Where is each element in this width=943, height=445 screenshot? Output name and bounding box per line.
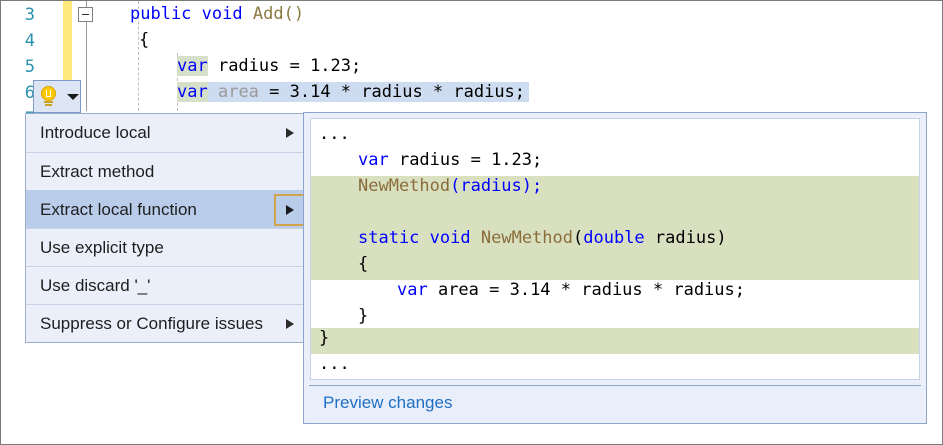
preview-line-var-area: var area = 3.14 * radius * radius; bbox=[397, 280, 745, 300]
token-keyword-static: static bbox=[358, 228, 420, 248]
token-area-rest: area = 3.14 * radius * radius; bbox=[427, 280, 745, 300]
token-radius-decl: radius = 1.23; bbox=[388, 150, 543, 170]
preview-line-ellipsis-top: ... bbox=[319, 124, 350, 144]
token-param-radius: radius bbox=[644, 228, 717, 248]
token-keyword-var-5: var bbox=[177, 56, 208, 76]
token-method-newmethod: NewMethod bbox=[358, 176, 451, 196]
token-keyword-var-6: var bbox=[177, 82, 208, 102]
token-keyword-void: void bbox=[429, 228, 471, 248]
change-tracking-bar bbox=[63, 1, 72, 98]
line-number-4: 4 bbox=[24, 31, 35, 51]
token-radius-decl: radius = 1.23; bbox=[207, 56, 362, 76]
collapse-outlining-button[interactable] bbox=[78, 7, 93, 22]
menu-item-suppress-or-configure-issues[interactable]: Suppress or Configure issues bbox=[26, 304, 310, 342]
menu-item-label: Use discard '_' bbox=[40, 275, 151, 295]
menu-item-introduce-local[interactable]: Introduce local bbox=[26, 114, 310, 152]
lightbulb-icon bbox=[39, 85, 58, 108]
preview-highlight-block-1 bbox=[311, 176, 919, 280]
menu-item-label: Introduce local bbox=[40, 123, 151, 142]
preview-line-newmethod-signature: static void NewMethod(double radius) bbox=[358, 228, 727, 248]
preview-footer: Preview changes bbox=[309, 385, 921, 420]
token-method-newmethod-def: NewMethod bbox=[480, 228, 573, 248]
code-line-3: public void Add() bbox=[130, 4, 304, 24]
token-paren-open: ( bbox=[573, 228, 584, 248]
preview-code-area: ... var radius = 1.23; NewMethod(radius)… bbox=[310, 118, 920, 380]
token-space-b bbox=[471, 228, 481, 248]
token-space-2 bbox=[243, 4, 253, 24]
line-number-6: 6 bbox=[24, 83, 35, 103]
menu-item-label: Extract method bbox=[40, 161, 155, 181]
token-space bbox=[191, 4, 201, 24]
preview-line-var-radius: var radius = 1.23; bbox=[358, 150, 542, 170]
token-space-3 bbox=[208, 82, 218, 102]
token-paren-close: ) bbox=[716, 228, 727, 248]
code-line-4: { bbox=[139, 30, 150, 50]
preview-line-ellipsis-bottom: ... bbox=[319, 354, 350, 374]
menu-item-extract-method[interactable]: Extract method bbox=[26, 152, 310, 190]
submenu-expand-button[interactable] bbox=[274, 194, 306, 226]
menu-item-label: Use explicit type bbox=[40, 237, 164, 257]
line-number-5: 5 bbox=[24, 57, 35, 77]
token-identifier-area: area bbox=[217, 82, 259, 102]
code-fold-line bbox=[86, 1, 87, 111]
token-newmethod-args: (radius); bbox=[450, 176, 543, 196]
submenu-arrow-icon bbox=[286, 205, 294, 215]
code-preview-flyout: ... var radius = 1.23; NewMethod(radius)… bbox=[303, 112, 927, 424]
menu-item-extract-local-function[interactable]: Extract local function bbox=[26, 190, 310, 228]
token-keyword-public: public bbox=[130, 4, 192, 24]
menu-item-use-discard[interactable]: Use discard '_' bbox=[26, 266, 310, 304]
preview-highlight-block-2 bbox=[311, 328, 919, 354]
menu-item-use-explicit-type[interactable]: Use explicit type bbox=[26, 228, 310, 266]
quick-actions-lightbulb-button[interactable] bbox=[33, 80, 81, 113]
token-keyword-void: void bbox=[201, 4, 243, 24]
indent-guide-1 bbox=[138, 1, 139, 111]
quick-actions-menu[interactable]: Introduce local Extract method Extract l… bbox=[25, 113, 311, 343]
token-space-a bbox=[419, 228, 429, 248]
preview-changes-link[interactable]: Preview changes bbox=[323, 393, 453, 412]
token-area-rest: = 3.14 * radius * radius; bbox=[258, 82, 526, 102]
preview-line-open-brace: { bbox=[358, 254, 369, 274]
code-line-5: var radius = 1.23; bbox=[177, 56, 361, 76]
code-line-6: var area = 3.14 * radius * radius; bbox=[177, 82, 530, 102]
submenu-arrow-icon bbox=[286, 128, 294, 138]
token-method-add: Add() bbox=[252, 4, 305, 24]
menu-item-label: Suppress or Configure issues bbox=[40, 313, 264, 333]
preview-line-close-brace-inner: } bbox=[358, 306, 369, 326]
chevron-down-icon[interactable] bbox=[67, 93, 79, 100]
token-keyword-var-area: var bbox=[397, 280, 428, 300]
preview-line-close-brace-outer: } bbox=[319, 328, 330, 348]
submenu-arrow-icon bbox=[286, 318, 294, 329]
preview-line-newmethod-call: NewMethod(radius); bbox=[358, 176, 542, 196]
token-keyword-double: double bbox=[583, 228, 645, 248]
line-number-3: 3 bbox=[24, 5, 35, 25]
menu-item-label: Extract local function bbox=[40, 199, 197, 219]
token-keyword-var: var bbox=[358, 150, 389, 170]
